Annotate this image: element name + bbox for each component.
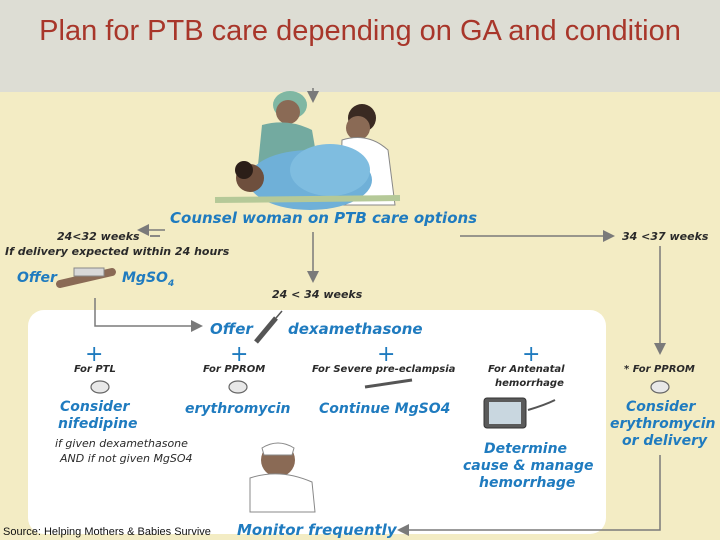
nurse-illustration bbox=[249, 442, 316, 513]
ultrasound-icon bbox=[483, 397, 556, 429]
iv-line-icon bbox=[364, 378, 413, 389]
hemorrhage-action-3: hemorrhage bbox=[479, 475, 576, 491]
monitor-label: Monitor frequently bbox=[237, 521, 397, 539]
preeclampsia-action: Continue MgSO4 bbox=[319, 401, 451, 417]
plus-icon: + bbox=[85, 342, 104, 367]
hemorrhage-action-2: cause & manage bbox=[463, 458, 594, 474]
mid-weeks-label: 24 < 34 weeks bbox=[272, 288, 363, 301]
left-drug-name: Mg bbox=[122, 270, 146, 286]
mid-offer-label: Offer bbox=[210, 320, 253, 338]
ptl-header: For PTL bbox=[74, 364, 116, 375]
plus-icon: + bbox=[377, 342, 396, 367]
pprom-late-action-2: erythromycin bbox=[610, 416, 716, 432]
right-weeks-label: 34 <37 weeks bbox=[622, 230, 709, 243]
flow-arrows bbox=[94, 88, 666, 536]
plus-icon: + bbox=[230, 342, 249, 367]
pprom-late-action-1: Consider bbox=[626, 399, 696, 415]
left-drug-label: MgSO4 bbox=[122, 270, 174, 289]
ptl-action-1: Consider bbox=[60, 399, 130, 415]
left-weeks-label: 24<32 weeks bbox=[57, 230, 140, 243]
left-drug-so: SO bbox=[145, 270, 168, 286]
ptl-note-1: if given dexamethasone bbox=[55, 437, 188, 450]
page-title: Plan for PTB care depending on GA and co… bbox=[39, 15, 681, 47]
left-condition-label: If delivery expected within 24 hours bbox=[5, 245, 230, 258]
hemorrhage-header-1: For Antenatal bbox=[488, 364, 565, 375]
ptl-action-2: nifedipine bbox=[58, 416, 138, 432]
pprom-late-action-3: or delivery bbox=[622, 433, 708, 449]
title-band bbox=[0, 0, 720, 92]
ptl-note-2: AND if not given MgSO4 bbox=[60, 452, 193, 465]
hemorrhage-action-1: Determine bbox=[484, 441, 568, 457]
plus-icon: + bbox=[522, 342, 541, 367]
source-caption: Source: Helping Mothers & Babies Survive bbox=[3, 526, 211, 538]
left-offer-label: Offer bbox=[17, 270, 57, 286]
pprom-header: For PPROM bbox=[203, 364, 266, 375]
pprom-action: erythromycin bbox=[185, 401, 291, 417]
left-drug-sub: 4 bbox=[167, 278, 175, 289]
pprom-late-header: * For PPROM bbox=[624, 364, 695, 375]
counsel-label: Counsel woman on PTB care options bbox=[170, 209, 478, 227]
syringe-icon bbox=[254, 310, 283, 344]
hemorrhage-header-2: hemorrhage bbox=[495, 378, 564, 389]
iv-arm-icon bbox=[56, 267, 116, 288]
pill-icon bbox=[90, 380, 670, 394]
mid-drug-label: dexamethasone bbox=[288, 320, 423, 338]
counseling-illustration bbox=[214, 91, 401, 210]
preeclampsia-header: For Severe pre-eclampsia bbox=[312, 364, 456, 375]
